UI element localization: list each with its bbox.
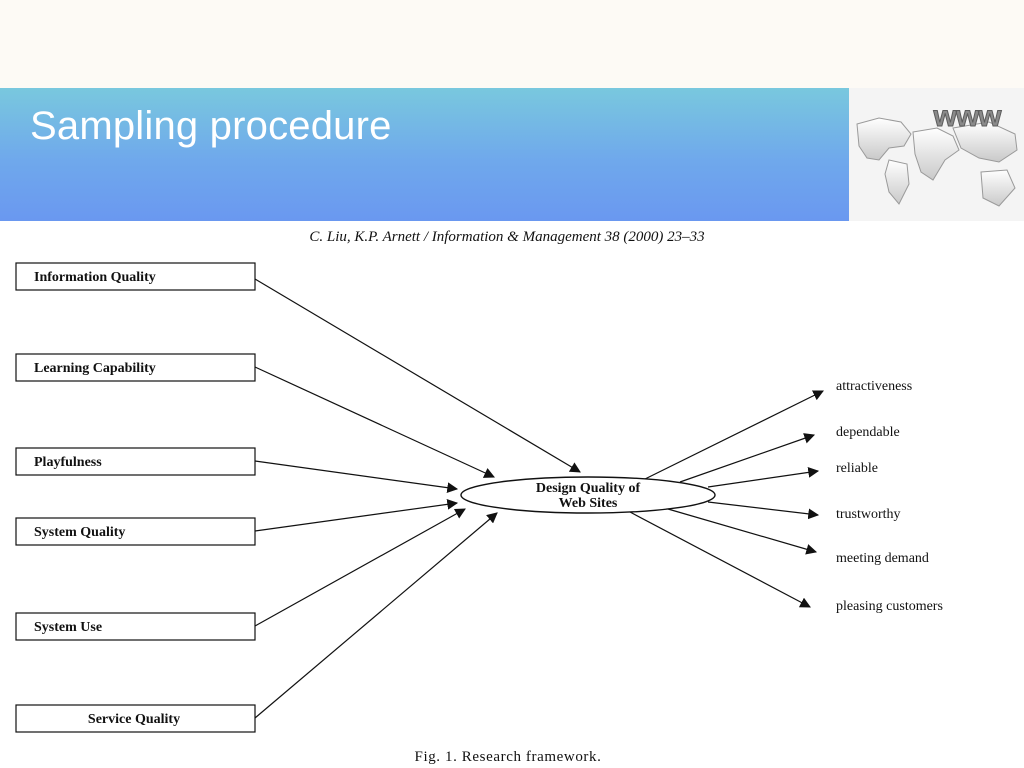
input-box-information-quality: Information Quality <box>15 262 256 291</box>
continent-shape <box>912 127 960 181</box>
figure-caption: Fig. 1. Research framework. <box>415 749 602 765</box>
continent-shape <box>980 169 1016 207</box>
arrow-service-quality <box>254 512 498 719</box>
arrow-dependable <box>679 433 816 483</box>
output-label-reliable: reliable <box>836 461 878 476</box>
input-box-service-quality: Service Quality <box>15 704 256 733</box>
input-label: System Quality <box>34 525 125 540</box>
output-label-pleasing-customers: pleasing customers <box>836 599 943 614</box>
input-box-learning-capability: Learning Capability <box>15 353 256 382</box>
center-node-design-quality: Design Quality of Web Sites <box>460 476 716 514</box>
research-framework-diagram: C. Liu, K.P. Arnett / Information & Mana… <box>15 229 943 765</box>
research-framework-figure: C. Liu, K.P. Arnett / Information & Mana… <box>0 221 1024 768</box>
arrow-information-quality <box>254 278 581 473</box>
slide-title: Sampling procedure <box>30 104 392 148</box>
continent-shape <box>884 159 910 205</box>
arrow-system-use <box>254 508 466 627</box>
input-label: Playfulness <box>34 455 102 470</box>
continent-shape <box>952 121 1018 163</box>
output-label-meeting-demand: meeting demand <box>836 551 929 566</box>
arrow-attractiveness <box>644 390 824 480</box>
input-label: Learning Capability <box>34 361 156 376</box>
globe-map-icon: www <box>856 100 1018 207</box>
center-label-line2: Web Sites <box>559 496 618 511</box>
www-logo-text: www <box>932 100 1002 133</box>
arrow-reliable <box>707 467 820 488</box>
input-label: System Use <box>34 620 102 635</box>
title-bar <box>0 88 849 221</box>
input-box-system-quality: System Quality <box>15 517 256 546</box>
arrow-meeting-demand <box>667 508 818 555</box>
center-label-line1: Design Quality of <box>536 481 641 496</box>
continent-shape <box>856 117 912 161</box>
arrow-pleasing-customers <box>629 511 811 608</box>
figure-citation: C. Liu, K.P. Arnett / Information & Mana… <box>309 229 704 245</box>
input-label: Service Quality <box>88 712 180 727</box>
input-label: Information Quality <box>34 270 156 285</box>
output-label-trustworthy: trustworthy <box>836 507 901 522</box>
input-box-system-use: System Use <box>15 612 256 641</box>
input-box-playfulness: Playfulness <box>15 447 256 476</box>
arrow-system-quality <box>254 498 459 532</box>
output-label-attractiveness: attractiveness <box>836 379 912 394</box>
output-label-dependable: dependable <box>836 425 900 440</box>
arrow-trustworthy <box>707 501 820 520</box>
www-globe-logo: www <box>849 88 1024 221</box>
arrow-learning-capability <box>254 366 495 478</box>
arrow-playfulness <box>254 460 459 494</box>
